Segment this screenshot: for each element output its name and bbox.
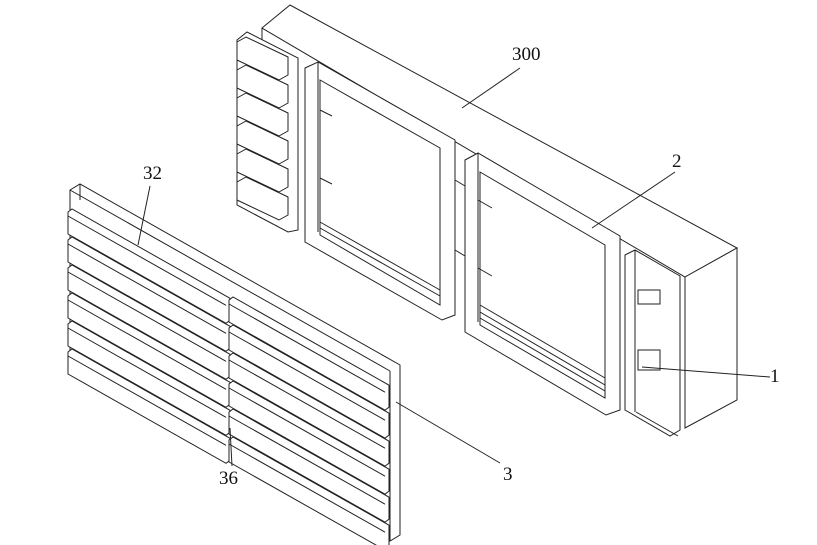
end-frame-1 bbox=[624, 249, 681, 437]
pad-block bbox=[236, 36, 289, 81]
leader-lines bbox=[137, 67, 771, 467]
frame-left bbox=[304, 61, 456, 321]
pad-block bbox=[236, 148, 289, 193]
pad-block bbox=[236, 64, 289, 109]
label-connector: 36 bbox=[219, 468, 238, 489]
label-frame: 2 bbox=[672, 151, 682, 172]
pad-block bbox=[236, 120, 289, 165]
label-end-frame: 1 bbox=[770, 366, 780, 387]
slat bbox=[228, 408, 390, 523]
label-box: 300 bbox=[512, 44, 541, 65]
frame-2 bbox=[454, 152, 621, 416]
label-panel: 3 bbox=[503, 464, 513, 485]
slat bbox=[228, 380, 390, 495]
slat bbox=[228, 296, 390, 411]
pad-block bbox=[236, 92, 289, 137]
pad-block bbox=[236, 176, 289, 221]
slat bbox=[228, 324, 390, 439]
slat-group bbox=[67, 208, 390, 545]
label-slat: 32 bbox=[143, 163, 162, 184]
left-pad-stack bbox=[236, 31, 299, 233]
slat bbox=[228, 436, 390, 545]
box-300 bbox=[261, 4, 739, 429]
slat bbox=[228, 352, 390, 467]
